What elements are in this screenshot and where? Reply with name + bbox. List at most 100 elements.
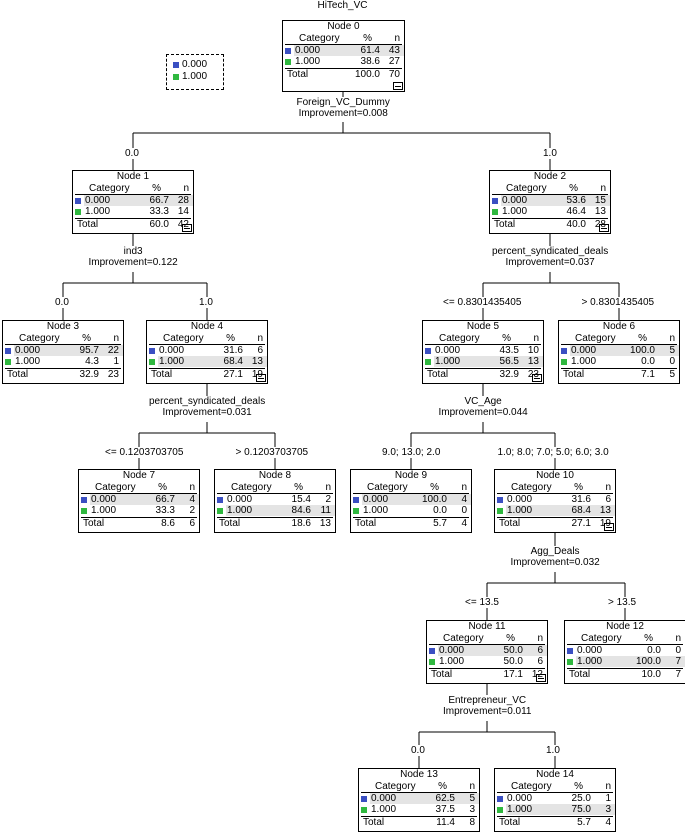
node-header-row: Category%n: [497, 482, 613, 494]
row-percent: 31.6: [223, 345, 243, 356]
node-header-row: Category%n: [217, 482, 333, 494]
header-category: Category: [299, 33, 340, 44]
collapse-minus-icon[interactable]: [256, 374, 266, 382]
row-percent: 62.5: [435, 793, 455, 804]
category-swatch-blue: [429, 648, 435, 654]
header-percent: %: [430, 482, 439, 493]
header-n: n: [113, 333, 119, 344]
collapse-minus-icon[interactable]: [182, 224, 192, 232]
category-swatch-blue: [353, 497, 359, 503]
row-count: 0: [675, 645, 681, 656]
row-category: 0.000: [502, 195, 528, 206]
header-category: Category: [511, 482, 552, 493]
category-swatch-blue: [361, 796, 367, 802]
row-percent: 68.4: [571, 505, 591, 516]
row-percent: 100.0: [629, 345, 655, 356]
row-category: 1.000: [295, 56, 321, 67]
header-n: n: [394, 33, 400, 44]
total-percent: 100.0: [354, 69, 380, 80]
category-swatch-green: [497, 807, 503, 813]
row-percent: 43.5: [499, 345, 519, 356]
total-label: Total: [83, 518, 105, 529]
node-header-row: Category%n: [567, 633, 683, 645]
header-n: n: [325, 482, 331, 493]
tree-title: HiTech_VC: [317, 0, 368, 11]
row-percent: 95.7: [79, 345, 99, 356]
row-category: 0.000: [571, 345, 597, 356]
header-n: n: [189, 482, 195, 493]
legend-swatch-green: [173, 74, 179, 80]
node-title: Node 8: [258, 470, 292, 481]
collapse-minus-icon[interactable]: [604, 523, 614, 531]
collapse-minus-icon[interactable]: [532, 374, 542, 382]
row-count: 1: [113, 356, 119, 367]
row-category: 0.000: [159, 345, 185, 356]
collapse-minus-icon[interactable]: [599, 224, 609, 232]
b-11-branch-label: <= 13.5: [464, 597, 500, 608]
split-improvement: Improvement=0.044: [438, 407, 528, 418]
header-category: Category: [163, 333, 204, 344]
header-category: Category: [581, 633, 622, 644]
node-header-row: Category%n: [425, 333, 541, 345]
header-n: n: [605, 781, 611, 792]
total-label: Total: [219, 518, 241, 529]
collapse-minus-icon[interactable]: [536, 674, 546, 682]
header-percent: %: [294, 482, 303, 493]
total-count: 5: [669, 369, 675, 380]
header-percent: %: [158, 482, 167, 493]
node-title: Node 5: [466, 321, 500, 332]
total-count: 13: [319, 518, 331, 529]
row-count: 4: [189, 494, 195, 505]
row-category: 0.000: [227, 494, 253, 505]
total-count: 6: [189, 518, 195, 529]
total-label: Total: [355, 518, 377, 529]
category-swatch-blue: [81, 497, 87, 503]
b-12-branch-label: > 13.5: [607, 597, 638, 608]
split-improvement: Improvement=0.008: [298, 108, 388, 119]
total-label: Total: [499, 817, 521, 828]
total-label: Total: [563, 369, 585, 380]
collapse-minus-icon[interactable]: [393, 82, 403, 90]
total-label: Total: [7, 369, 29, 380]
total-count: 70: [388, 69, 400, 80]
row-category: 0.000: [371, 793, 397, 804]
row-count: 2: [325, 494, 331, 505]
node-header-row: Category%n: [492, 183, 608, 195]
row-count: 6: [605, 494, 611, 505]
row-category: 1.000: [502, 206, 528, 217]
header-percent: %: [569, 183, 578, 194]
row-category: 1.000: [577, 656, 603, 667]
header-n: n: [675, 633, 681, 644]
